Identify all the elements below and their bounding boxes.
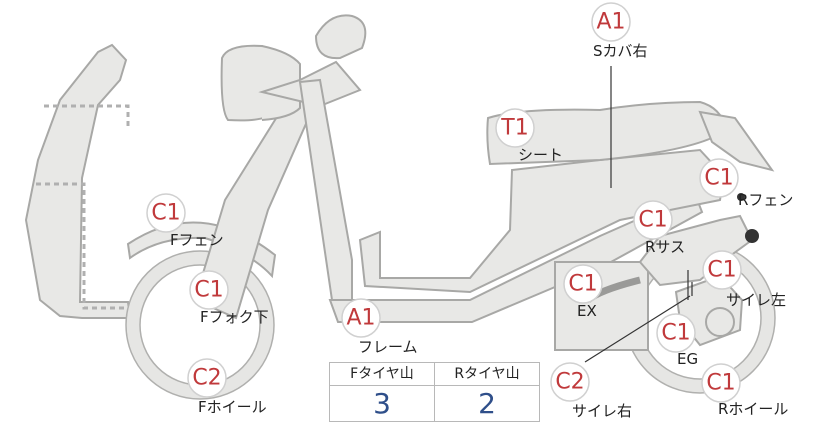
label-muffler-left: サイレ左 — [726, 291, 786, 309]
seat — [486, 100, 728, 166]
label-muffler-right: サイレ右 — [572, 402, 632, 420]
label-f-fork-lower: Fフォク下 — [200, 308, 269, 326]
badge-r-sus: C1 — [633, 200, 673, 240]
svg-text:C1: C1 — [568, 272, 597, 297]
svg-text:C1: C1 — [194, 278, 223, 303]
label-eg: EG — [677, 350, 698, 368]
frame-down-tube — [298, 78, 353, 301]
svg-text:C2: C2 — [555, 370, 584, 395]
shield-dashed-seam — [36, 104, 136, 310]
label-r-sus: Rサス — [645, 238, 685, 256]
badge-seat: T1 — [495, 108, 535, 148]
headlight — [220, 44, 273, 122]
label-r-fender: Rフェン — [738, 191, 793, 209]
svg-text:C1: C1 — [706, 371, 735, 396]
svg-text:A1: A1 — [596, 10, 625, 35]
label-frame: フレーム — [358, 338, 418, 356]
label-f-wheel: Fホイール — [198, 398, 267, 416]
badge-f-fender: C1 — [146, 193, 186, 233]
label-ex: EX — [577, 302, 597, 320]
badge-ex: C1 — [563, 264, 603, 304]
table-header-rear-tire: Rタイヤ山 — [435, 363, 539, 386]
table-value-front-tire: 3 — [330, 386, 435, 421]
rear-tail — [698, 110, 775, 172]
badge-frame: A1 — [341, 298, 381, 338]
front-leg-shield — [24, 43, 132, 319]
badge-r-wheel: C1 — [701, 363, 741, 403]
svg-text:C1: C1 — [704, 166, 733, 191]
label-r-wheel: Rホイール — [718, 400, 788, 418]
table-header-front-tire: Fタイヤ山 — [330, 363, 435, 386]
badge-r-fender: C1 — [699, 158, 739, 198]
leader-muffler-right — [584, 295, 691, 363]
svg-text:C2: C2 — [192, 366, 221, 391]
label-f-fender: Fフェン — [170, 231, 224, 249]
label-seat: シート — [518, 146, 563, 164]
svg-text:T1: T1 — [500, 116, 528, 141]
badge-muffler-left: C1 — [702, 250, 742, 290]
badge-s-cover-right: A1 — [591, 2, 631, 42]
badge-muffler-right: C2 — [550, 362, 590, 402]
badge-eg: C1 — [656, 313, 696, 353]
table-value-rear-tire: 2 — [478, 387, 496, 420]
tire-tread-table: Fタイヤ山 Rタイヤ山 3 2 — [329, 362, 540, 422]
leader-r-sus-ex — [687, 270, 693, 300]
svg-text:A1: A1 — [346, 306, 375, 331]
svg-text:C1: C1 — [707, 258, 736, 283]
badge-f-fork-lower: C1 — [189, 270, 229, 310]
badge-f-wheel: C2 — [187, 358, 227, 398]
svg-text:C1: C1 — [638, 208, 667, 233]
mirror — [314, 14, 367, 60]
label-s-cover-right: Sカバ右 — [593, 42, 648, 60]
svg-text:C1: C1 — [151, 201, 180, 226]
svg-text:C1: C1 — [661, 321, 690, 346]
